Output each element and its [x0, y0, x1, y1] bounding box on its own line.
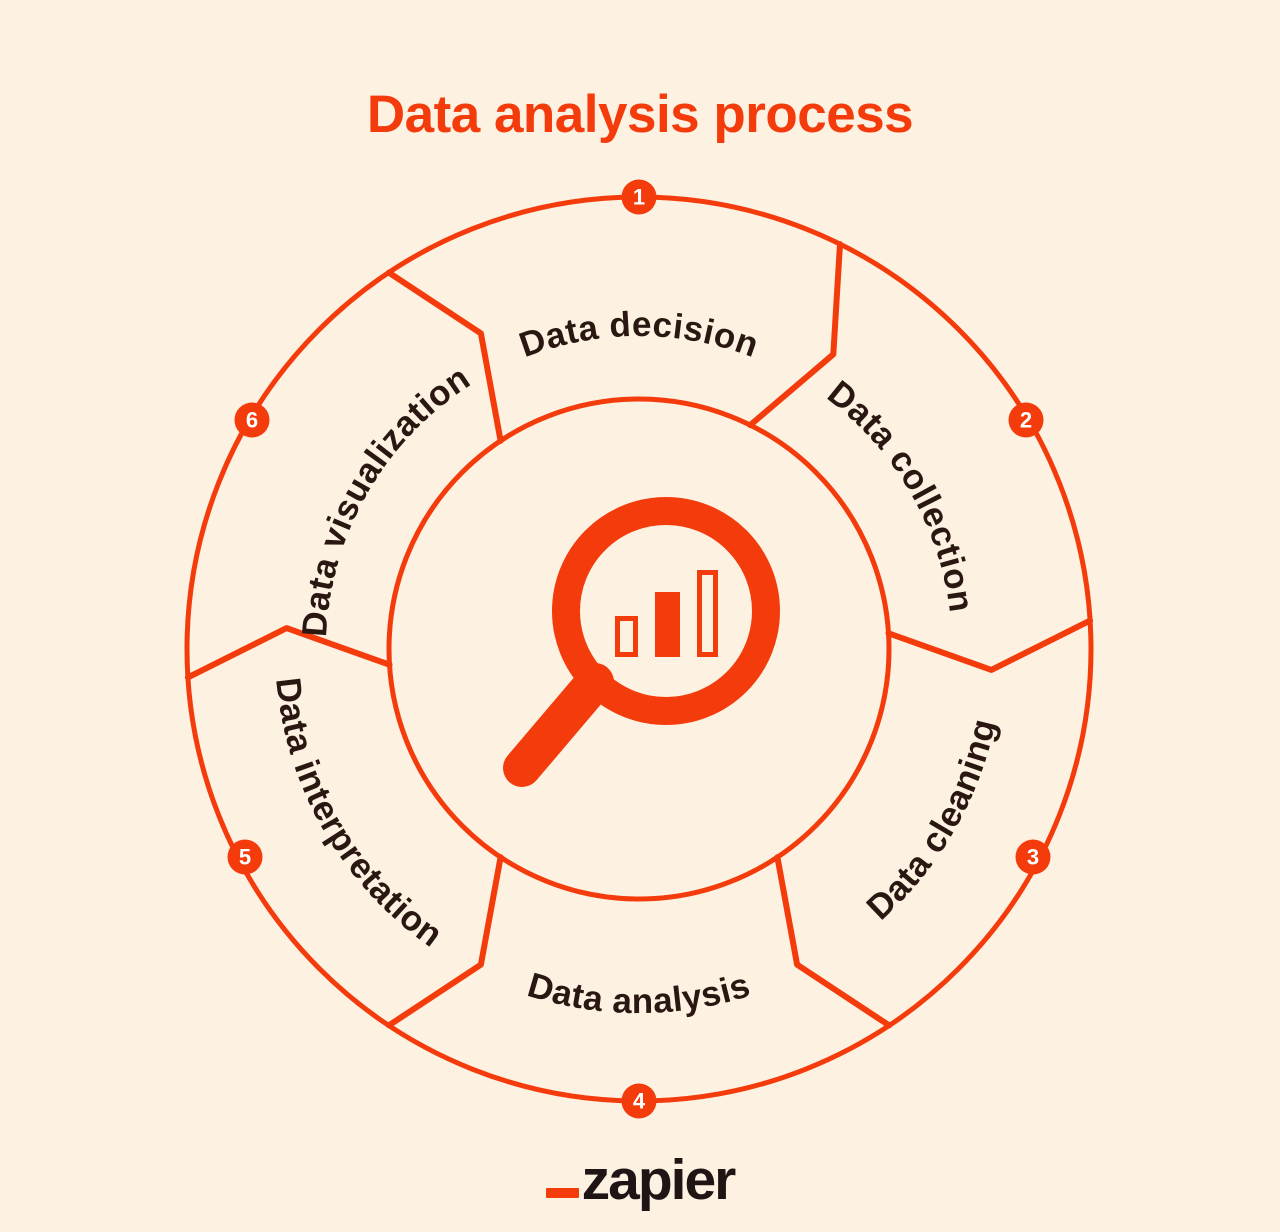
- segment-divider-1-2: [747, 241, 843, 429]
- step-label-5: Data interpretation: [268, 676, 450, 955]
- segment-divider-6-1: [385, 269, 504, 444]
- segment-divider-2-3: [885, 617, 1094, 673]
- logo-underscore-icon: [545, 1188, 579, 1198]
- step-label-3: Data cleaning: [859, 715, 1003, 927]
- logo-wordmark: zapier: [581, 1148, 737, 1212]
- segment-divider-4-5: [385, 854, 504, 1029]
- step-badge-3: 3: [1015, 839, 1051, 875]
- bar-small-icon: [615, 616, 638, 657]
- step-badge-5: 5: [227, 839, 263, 875]
- magnifier-handle: [503, 663, 614, 787]
- badge-circle: [621, 1083, 657, 1119]
- badge-number: 3: [1027, 845, 1039, 870]
- magnifier-bar-chart-icon: [503, 497, 780, 787]
- step-badge-2: 2: [1008, 402, 1044, 438]
- page-title: Data analysis process: [366, 85, 914, 144]
- badge-circle: [621, 179, 657, 215]
- bar-medium-icon: [655, 592, 680, 657]
- badge-number: 4: [633, 1089, 646, 1114]
- step-badge-4: 4: [621, 1083, 657, 1119]
- badge-circle: [1008, 402, 1044, 438]
- step-badge-6: 6: [234, 402, 270, 438]
- step-label-6: Data visualization: [295, 358, 477, 638]
- badge-circle: [227, 839, 263, 875]
- badge-circle: [234, 402, 270, 438]
- step-label-1: Data decision: [514, 305, 763, 365]
- zapier-logo: zapier: [0, 1152, 1280, 1209]
- badge-number: 6: [246, 408, 258, 433]
- badge-number: 1: [633, 185, 645, 210]
- bar-tall-icon: [697, 570, 718, 657]
- badge-circle: [1015, 839, 1051, 875]
- magnifier-lens: [552, 497, 780, 725]
- badge-number: 2: [1020, 408, 1032, 433]
- step-label-4: Data analysis: [523, 965, 754, 1021]
- inner-ring: [386, 396, 892, 902]
- segment-divider-3-4: [774, 854, 893, 1029]
- segment-divider-5-6: [184, 625, 393, 681]
- step-badge-1: 1: [621, 179, 657, 215]
- step-label-2: Data collection: [820, 373, 980, 615]
- badge-number: 5: [239, 845, 251, 870]
